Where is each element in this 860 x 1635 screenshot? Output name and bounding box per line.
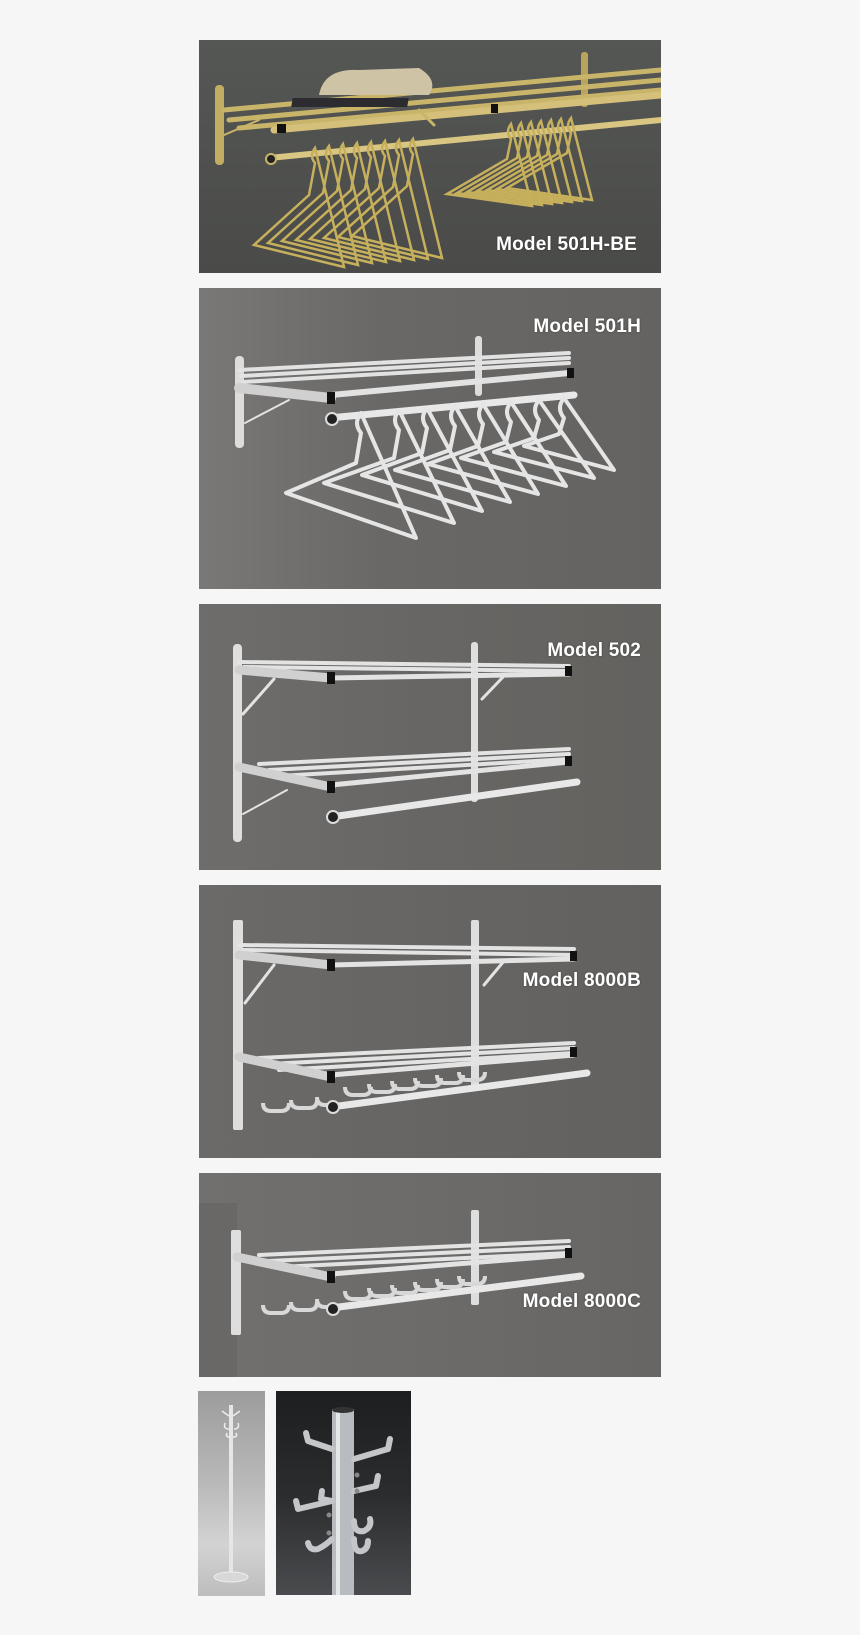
coat-tree-icon (213, 1405, 249, 1583)
two-shelf-hook-rack-illustration (233, 920, 591, 1130)
model-label: Model 8000C (522, 1291, 641, 1312)
model-label: Model 501H-BE (496, 234, 637, 255)
two-shelf-rack-illustration (233, 642, 581, 842)
single-shelf-hook-rack-illustration (199, 1203, 585, 1377)
product-image-501h: Model 501H (199, 288, 661, 589)
model-label: Model 501H (533, 316, 641, 337)
model-label: Model 8000B (522, 970, 641, 991)
thumbnail-coat-tree-detail (276, 1391, 411, 1595)
aluminum-rack-hangers-illustration (234, 336, 616, 540)
model-label: Model 502 (547, 640, 641, 661)
product-image-502: Model 502 (199, 604, 661, 870)
thumbnail-coat-tree-full (198, 1391, 265, 1596)
product-image-8000b: Model 8000B (199, 885, 661, 1158)
product-image-8000c: Model 8000C (199, 1173, 661, 1377)
coat-tree-hooks-icon (293, 1407, 393, 1595)
brass-rack-illustration (215, 52, 661, 269)
product-image-501h-be: Model 501H-BE (199, 40, 661, 273)
